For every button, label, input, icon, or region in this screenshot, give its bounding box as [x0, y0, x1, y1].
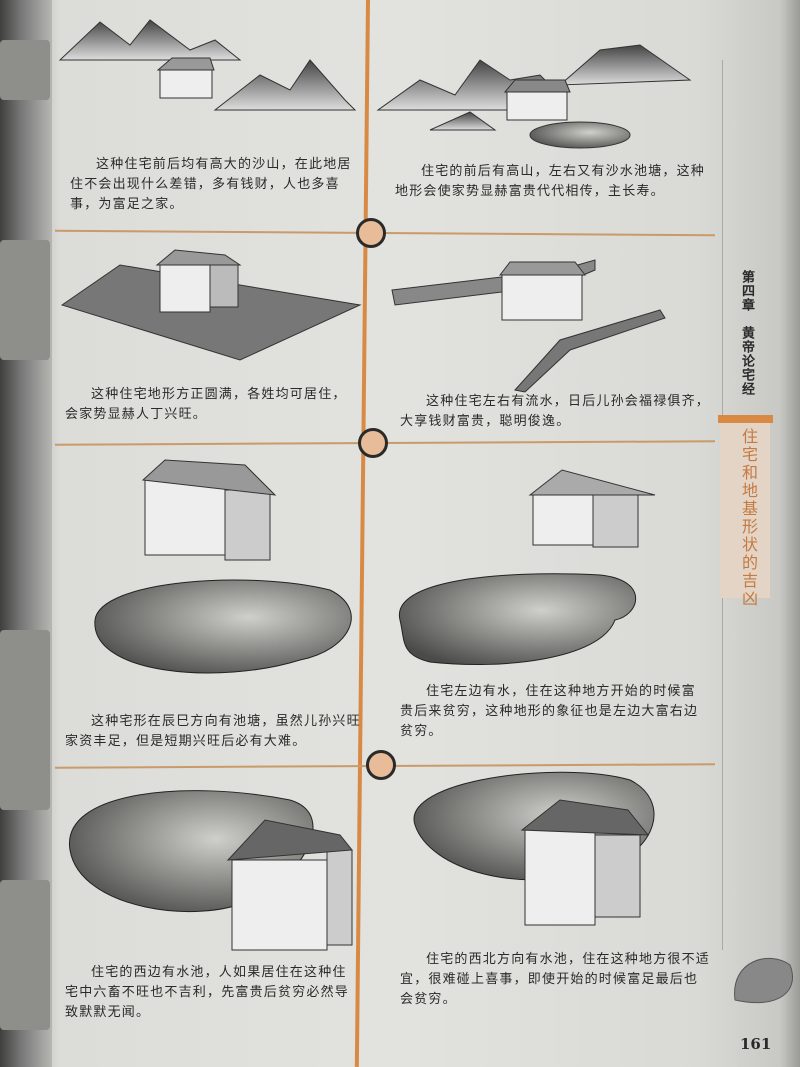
caption-panel-6: 住宅左边有水，住在这种地方开始的时候富贵后来贫穷，这种地形的象征也是左边大富右边…	[400, 684, 699, 739]
previous-page-edge	[0, 0, 52, 1067]
section-title: 住宅和地基形状的吉凶	[739, 428, 758, 608]
divider-circle	[366, 750, 396, 780]
previous-page-image	[0, 240, 50, 360]
caption-panel-5: 这种宅形在辰巳方向有池塘，虽然儿孙兴旺家资丰足，但是短期兴旺后必有大难。	[65, 714, 361, 749]
divider-circle	[358, 428, 388, 458]
house-icon	[155, 249, 242, 313]
divider-circle	[356, 218, 386, 248]
panel-3-illustration	[60, 249, 362, 361]
caption-panel-2: 住宅的前后有高山，左右又有沙水池塘，这种地形会使家势显赫富贵代代相传，主长寿。	[395, 164, 706, 199]
panel-8-illustration	[413, 771, 655, 926]
panel-1-illustration	[58, 19, 357, 111]
previous-page-image	[0, 630, 50, 810]
house-icon	[226, 819, 353, 951]
section-tab	[720, 423, 770, 598]
chapter-title: 第四章 黄帝论宅经	[739, 270, 754, 396]
panel-4-illustration	[391, 259, 666, 393]
panel-2-illustration	[376, 44, 692, 149]
caption-panel-3: 这种住宅地形方正圆满，各姓均可居住，会家势显赫人丁兴旺。	[65, 387, 347, 422]
section-tab-band	[718, 415, 773, 423]
previous-page-image	[0, 880, 50, 1030]
house-icon	[498, 261, 587, 321]
caption-panel-4: 这种住宅左右有流水，日后儿孙会福禄俱齐，大享钱财富贵，聪明俊逸。	[400, 394, 711, 429]
caption-panel-8: 住宅的西北方向有水池，住在这种地方很不适宜，很难碰上喜事，即使开始的时候富足最后…	[400, 952, 711, 1007]
house-icon	[528, 469, 656, 548]
caption-panel-1: 这种住宅前后均有高大的沙山，在此地居住不会出现什么差错，多有钱财，人也多喜事，为…	[70, 157, 352, 212]
house-icon	[520, 799, 650, 926]
house-icon	[156, 57, 215, 99]
panel-7-illustration	[69, 790, 353, 951]
corner-decoration-illustration	[734, 957, 794, 1004]
house-icon	[503, 79, 571, 121]
page-number: 161	[740, 1035, 772, 1053]
house-icon	[141, 459, 277, 561]
caption-panel-7: 住宅的西边有水池，人如果居住在这种住宅中六畜不旺也不吉利，先富贵后贫穷必然导致默…	[65, 965, 350, 1020]
panel-6-illustration	[399, 469, 656, 666]
panel-5-illustration	[94, 459, 352, 674]
previous-page-image	[0, 40, 50, 100]
